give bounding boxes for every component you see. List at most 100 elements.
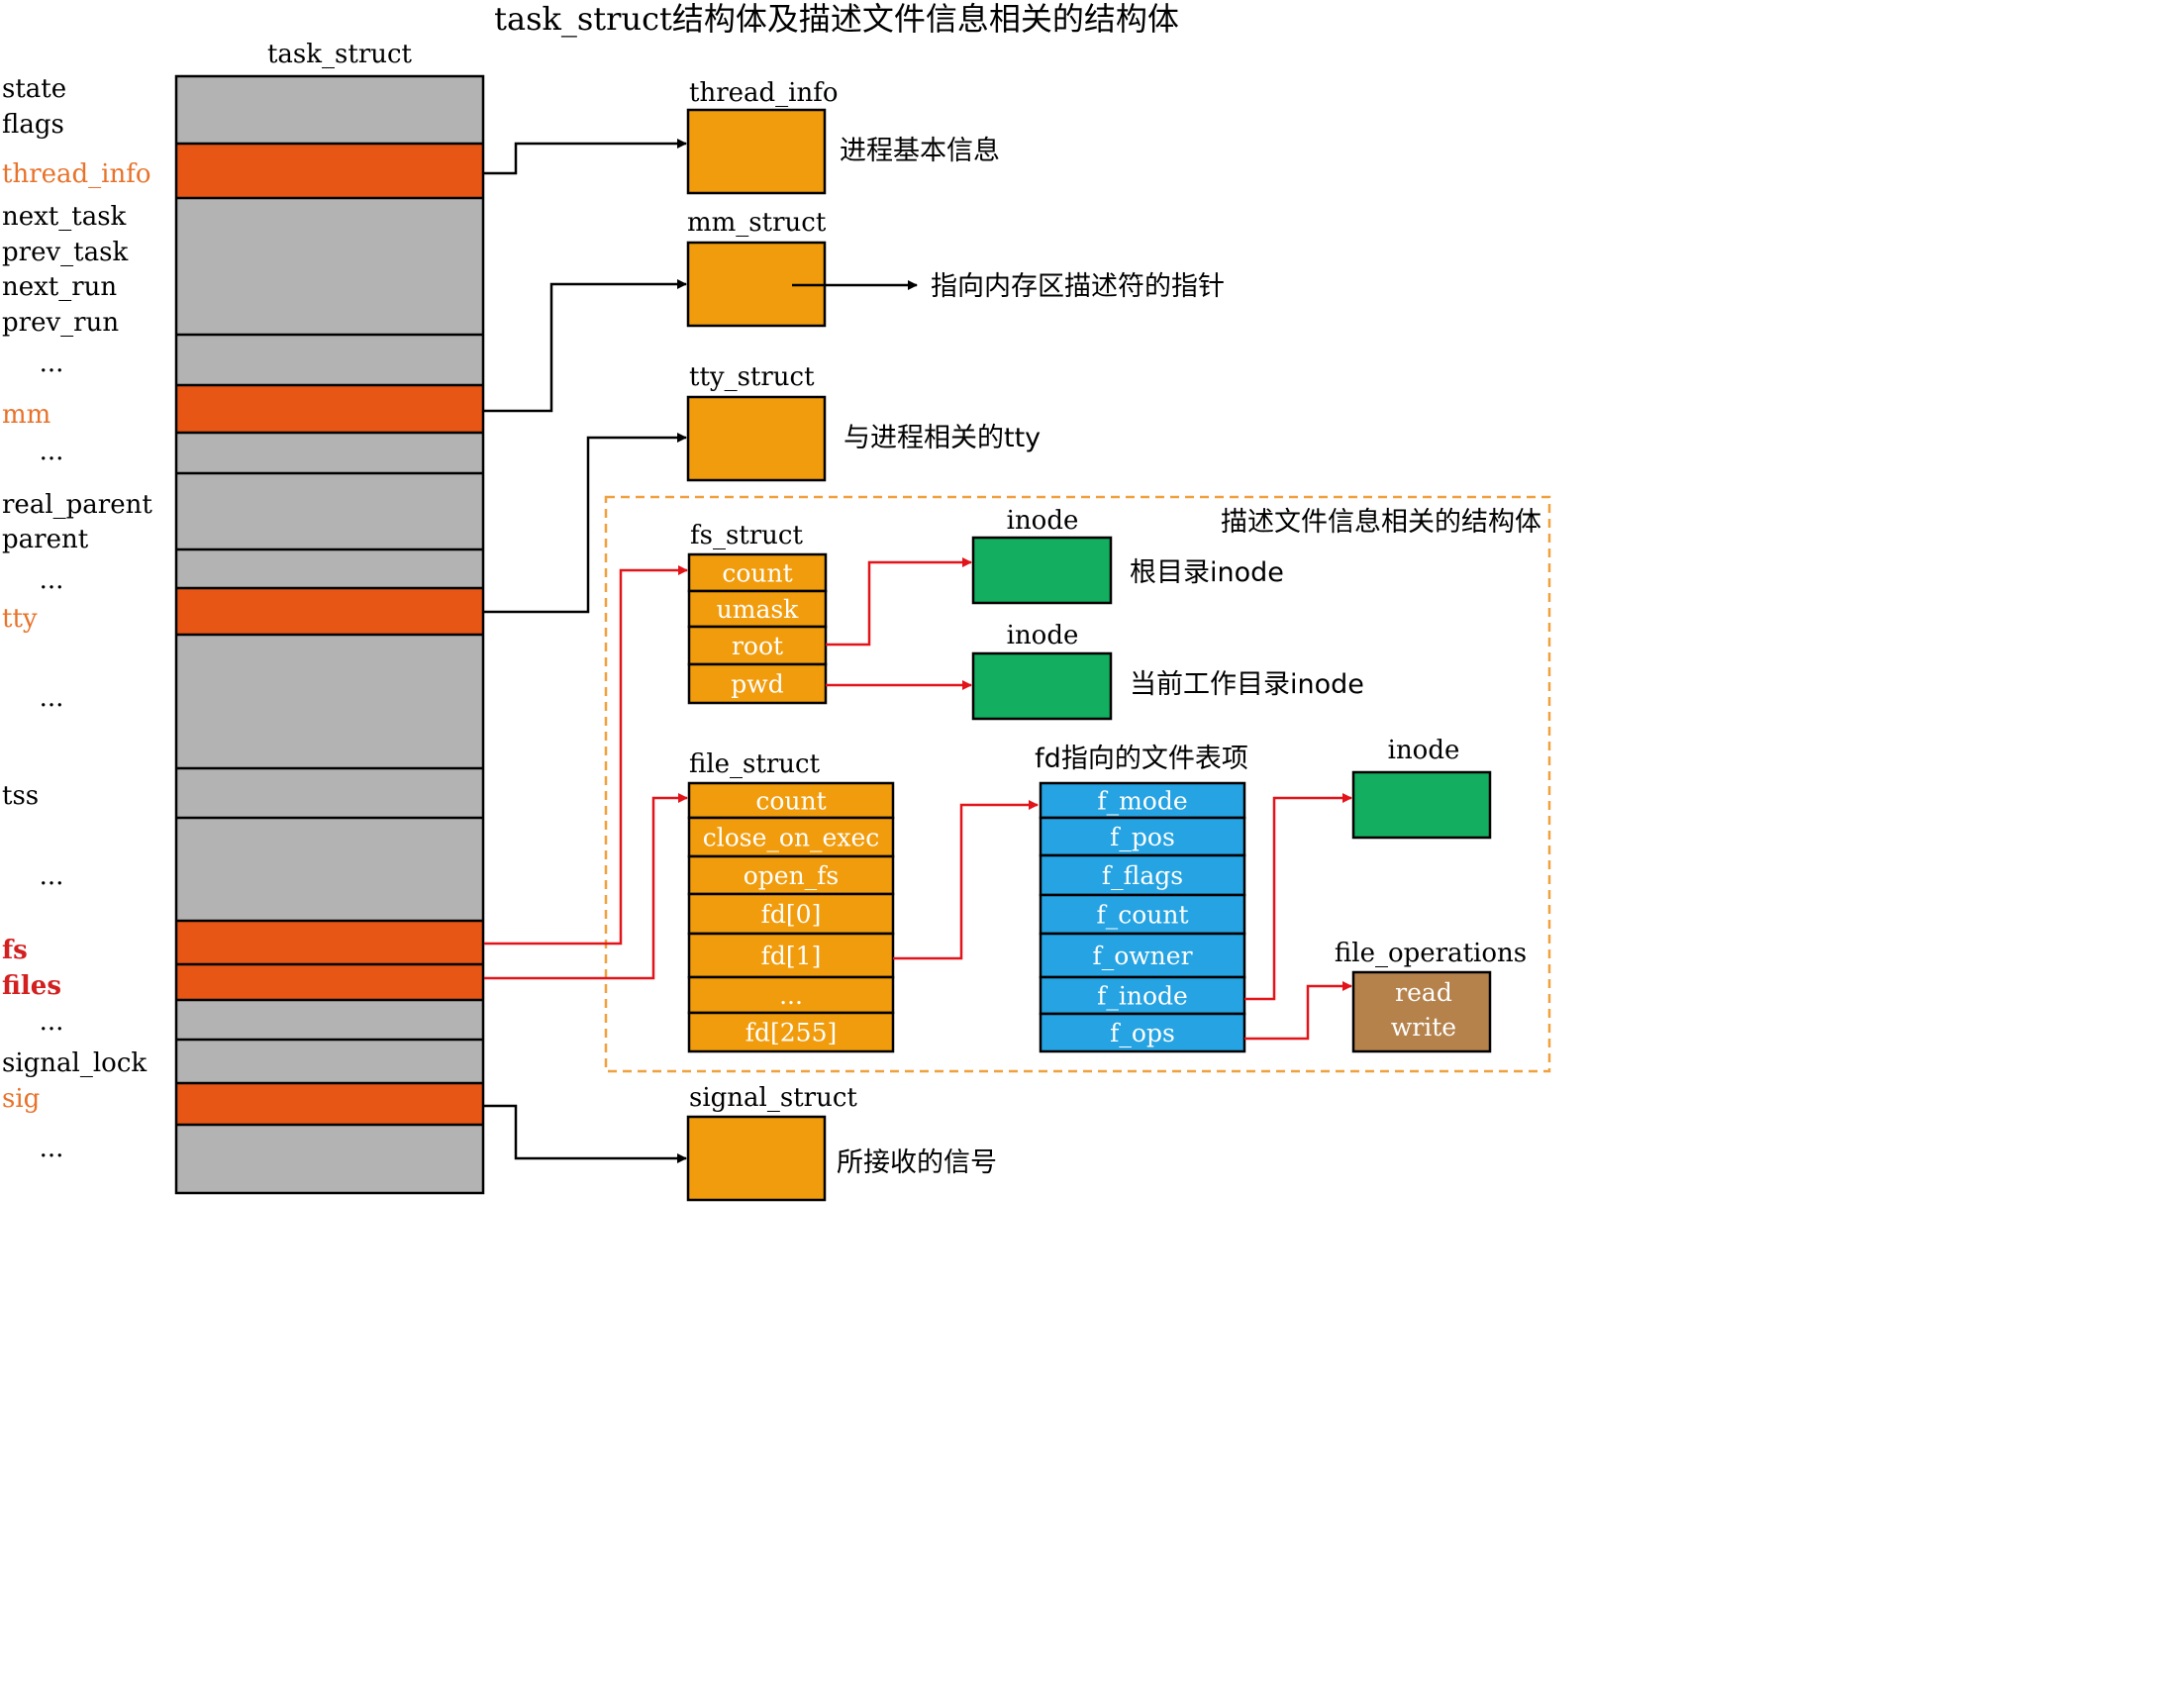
task-struct-segment: [176, 1000, 483, 1040]
file-info-group-frame: [604, 495, 1551, 1073]
file-struct-field-label: open_fs: [744, 861, 840, 890]
file-entry-field-label: f_ops: [1110, 1019, 1175, 1047]
file-entry-field-label: f_inode: [1097, 982, 1188, 1011]
task-struct-field-labels: state flags thread_info next_task prev_taskn…: [2, 74, 152, 1163]
file-entry-field-cell: [1039, 781, 1246, 820]
fs-struct-field-label: umask: [717, 595, 800, 624]
task-field-label: parent: [2, 525, 89, 554]
thread-info-arrow: [484, 139, 687, 175]
fs-struct-field-cell: [687, 662, 828, 705]
task-struct-segment: [176, 198, 483, 335]
task-struct-segment: [176, 473, 483, 549]
task-field-label: real_parent: [2, 490, 152, 520]
file-struct-field-label: fd[0]: [761, 900, 822, 929]
file-struct-title: file_struct: [689, 749, 821, 779]
task-struct-highlight-segment: [176, 921, 483, 964]
fs-struct-field-cell: [687, 552, 828, 593]
inode-root-desc: 根目录inode: [1130, 557, 1284, 588]
thread-info-desc: 进程基本信息: [840, 136, 1000, 166]
mm-struct-desc: 指向内存区描述符的指针: [931, 271, 1225, 302]
task-struct-highlight-segment: [176, 385, 483, 433]
fs-struct-field-cell: [687, 589, 828, 629]
file-struct-field-cell: [687, 932, 895, 979]
task-field-label: ...: [40, 565, 64, 595]
task-struct-outline: [174, 74, 485, 1195]
inode-pwd-title: inode: [1007, 621, 1079, 650]
f-ops-arrow: [1244, 981, 1352, 1041]
sig-arrow: [484, 1104, 687, 1163]
diagram-title: task_struct结构体及描述文件信息相关的结构体: [494, 0, 1179, 38]
task-struct-segment: [176, 76, 483, 144]
task-field-label: ...: [40, 437, 64, 466]
file-entry-field-label: f_flags: [1102, 861, 1183, 890]
task-field-label: signal_lock: [2, 1048, 147, 1078]
inode-pwd-desc: 当前工作目录inode: [1130, 669, 1364, 700]
files-arrow: [484, 793, 688, 980]
inode-file-title: inode: [1388, 736, 1460, 765]
fs-struct-field-label: count: [722, 559, 792, 588]
file-info-group-label: 描述文件信息相关的结构体: [1221, 507, 1541, 538]
fs-struct-box: count umask root pwd: [687, 552, 828, 705]
mm-struct-title: mm_struct: [687, 208, 827, 238]
task-field-label: ...: [40, 349, 64, 378]
task-field-label: tty: [2, 604, 38, 634]
task-struct-segment: [176, 335, 483, 385]
signal-struct-box: [686, 1115, 827, 1202]
inode-root-title: inode: [1007, 506, 1079, 536]
inode-pwd-box: [971, 651, 1113, 721]
signal-struct-title: signal_struct: [689, 1083, 857, 1113]
fd1-arrow: [893, 800, 1039, 960]
file-struct-box: countclose_on_execopen_fsfd[0]fd[1]...fd…: [687, 781, 895, 1053]
task-struct-title: task_struct: [267, 40, 413, 69]
file-struct-field-cell: [687, 854, 895, 896]
task-struct-highlight-segment: [176, 144, 483, 198]
task-field-label: ...: [40, 1007, 64, 1037]
inode-file-box: [1351, 770, 1492, 840]
file-struct-field-label: close_on_exec: [703, 824, 880, 852]
task-field-label: files: [2, 971, 61, 1001]
task-struct-segment: [176, 1040, 483, 1083]
task-struct-segment: [176, 818, 483, 921]
f-inode-arrow: [1244, 793, 1352, 1001]
task-field-label: next_run: [2, 272, 117, 302]
task-field-label: ...: [40, 861, 64, 891]
fs-struct-field-cell: [687, 625, 828, 666]
task-field-label: prev_task: [2, 238, 128, 267]
tty-arrow: [484, 433, 687, 614]
task-field-label: mm: [2, 400, 50, 430]
task-field-label: flags: [2, 110, 64, 140]
file-entry-field-cell: [1039, 975, 1246, 1016]
task-struct-segment: [176, 768, 483, 818]
file-operations-box: [1351, 970, 1492, 1053]
signal-struct-desc: 所接收的信号: [837, 1147, 997, 1178]
fs-arrow: [484, 565, 688, 946]
task-field-label: next_task: [2, 202, 127, 232]
file-struct-field-cell: [687, 816, 895, 858]
task-field-label: tss: [2, 781, 39, 811]
task-struct-segment: [176, 1125, 483, 1193]
fs-struct-title: fs_struct: [690, 521, 803, 550]
task-field-label: state: [2, 74, 66, 104]
file-entry-field-cell: [1039, 1012, 1246, 1053]
task-field-label: prev_run: [2, 308, 119, 338]
thread-info-title: thread_info: [689, 78, 839, 108]
task-field-label: ...: [40, 1134, 64, 1163]
thread-info-box: [686, 108, 827, 195]
file-operations-write: write: [1391, 1013, 1456, 1042]
fs-struct-field-label: pwd: [731, 670, 783, 699]
root-arrow: [826, 557, 972, 647]
file-struct-field-cell: [687, 1011, 895, 1053]
task-struct-segment: [176, 433, 483, 473]
fs-struct-field-label: root: [732, 632, 783, 660]
file-entry-box: f_modef_posf_flagsf_countf_ownerf_inodef…: [1039, 781, 1246, 1053]
file-entry-field-label: f_owner: [1092, 942, 1192, 970]
file-struct-field-label: count: [755, 787, 826, 816]
file-struct-field-label: fd[255]: [745, 1019, 837, 1047]
task-field-label: thread_info: [2, 159, 151, 189]
task-struct-segment: [176, 549, 483, 588]
task-struct-segment: [176, 635, 483, 768]
task-struct-highlight-segment: [176, 964, 483, 1000]
file-struct-field-label: ...: [779, 981, 803, 1010]
file-struct-field-cell: [687, 975, 895, 1015]
file-operations-title: file_operations: [1335, 939, 1527, 968]
